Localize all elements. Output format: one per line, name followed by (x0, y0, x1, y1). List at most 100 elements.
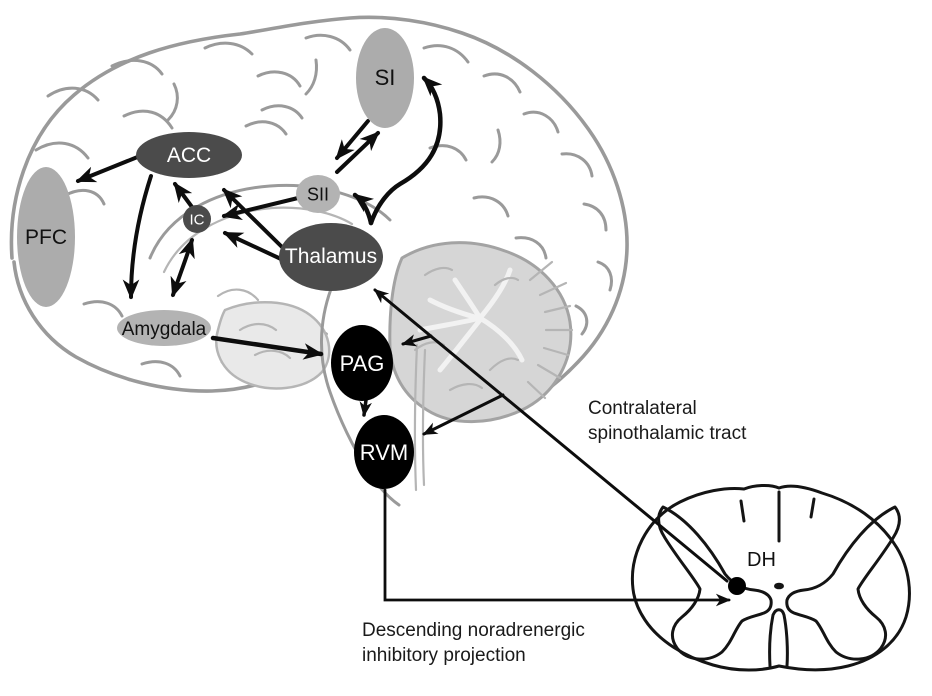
arrow-acc-to-pfc (75, 154, 142, 183)
sulcus-line (560, 152, 594, 178)
amygdala-shape (117, 310, 211, 346)
arrow-pag-to-rvm (359, 398, 372, 417)
acc-label: ACC (167, 144, 211, 167)
node-rvm: RVM (354, 415, 414, 489)
descending-label-line2: inhibitory projection (362, 645, 526, 666)
arrow-sii-to-ic (221, 196, 300, 220)
sulcus-line (304, 58, 318, 96)
arrow-acc-to-amygdala (122, 174, 153, 300)
arbor-vitae-branch (477, 315, 525, 363)
arrow-sii-to-si (335, 131, 380, 174)
node-si: SI (356, 28, 414, 128)
rvm-shape (354, 415, 414, 489)
ventral-median-fissure (768, 608, 789, 668)
arrow-spinothalamic-tract (373, 288, 729, 583)
sulcus-line (490, 128, 502, 164)
amygdala-label: Amygdala (122, 319, 207, 340)
midbrain-line (253, 349, 292, 360)
ic-shape (183, 205, 211, 233)
annotations: Contralateral spinothalamic tract Descen… (362, 398, 747, 666)
cerebellum-folia (538, 281, 568, 297)
sulcus-line (482, 72, 522, 94)
sulcus-line (244, 120, 288, 136)
node-dh: DH (728, 549, 776, 595)
acc-shape (136, 132, 242, 178)
sulcus-line (46, 86, 100, 102)
cerebellum-folia (542, 346, 570, 357)
gray-matter-right (785, 505, 901, 661)
sulcus-line (422, 44, 470, 64)
hippocampus-line (216, 288, 260, 302)
cortex-outline (9, 15, 629, 410)
arrow-thalamus-to-si-curve (368, 75, 443, 226)
sulcus-line (522, 110, 560, 134)
brain-drawing (9, 15, 629, 507)
descending-label-line1: Descending noradrenergic (362, 620, 585, 641)
arbor-vitae-branch (437, 317, 483, 373)
sii-label: SII (307, 185, 329, 205)
ic-label: IC (190, 212, 205, 229)
sulcus-line (574, 304, 589, 336)
cerebellum-folia (528, 260, 554, 282)
spinothalamic-label-line2: spinothalamic tract (588, 423, 747, 444)
sulcus-line (596, 260, 613, 292)
sulcus-line (34, 141, 90, 160)
sulcus-line (582, 202, 608, 232)
arbor-vitae-branch (452, 277, 483, 321)
node-pfc: PFC (17, 167, 75, 307)
arrow-ic-to-acc (173, 181, 194, 209)
arrow-collateral-to-pag (401, 334, 433, 347)
arrow-collateral-to-rvm (422, 393, 505, 436)
rvm-label: RVM (360, 440, 409, 465)
node-sii: SII (296, 175, 340, 213)
node-acc: ACC (136, 132, 242, 178)
cerebellum-texture (448, 383, 484, 392)
midbrain-line (238, 322, 278, 332)
cerebellum-texture (488, 357, 520, 372)
dh-neuron-dot (728, 577, 746, 595)
arrow-descending-projection (383, 488, 731, 607)
dorsal-sulcus-tick (739, 499, 746, 523)
node-ic: IC (183, 205, 211, 233)
brainstem-line (421, 348, 427, 487)
cord-outline (630, 484, 911, 672)
sulcus-line (82, 300, 124, 318)
arrow-si-to-sii (335, 119, 370, 160)
spinothalamic-label-line1: Contralateral (588, 398, 697, 419)
node-thalamus: Thalamus (279, 223, 383, 291)
gray-matter-left (657, 505, 773, 661)
pag-shape (331, 325, 393, 401)
region-nodes: PFC ACC IC SII SI Thalamus Amygdala PAG (17, 28, 776, 595)
pfc-label: PFC (25, 226, 67, 249)
brainstem-line (413, 343, 419, 492)
cerebellum-texture (423, 266, 454, 277)
spinal-cord-section (630, 484, 911, 672)
pag-label: PAG (340, 351, 385, 376)
si-label: SI (375, 65, 396, 90)
cerebellum-folia (543, 304, 572, 314)
cerebellum-folia (526, 380, 547, 400)
pathway-arrows (75, 75, 731, 607)
sulcus-line (203, 41, 254, 56)
arrow-ic-amygdala-bidirectional (170, 237, 195, 298)
si-shape (356, 28, 414, 128)
sulcus-line (140, 360, 182, 378)
sulcus-line (472, 195, 510, 218)
thalamus-label: Thalamus (285, 245, 377, 268)
pfc-shape (17, 167, 75, 307)
sulcus-line (304, 33, 352, 52)
node-pag: PAG (331, 325, 393, 401)
sulcus-line (514, 236, 548, 260)
sulcus-line (260, 104, 304, 120)
central-canal-dot (774, 582, 784, 590)
sulcus-line (256, 70, 302, 88)
arrow-thalamus-to-acc (222, 188, 284, 249)
arbor-vitae-branch (477, 267, 513, 321)
sulcus-line (110, 58, 164, 76)
arbor-vitae-branch (427, 297, 481, 321)
cerebellum (388, 241, 574, 424)
dh-label: DH (747, 549, 776, 571)
sulcus-line (166, 82, 179, 122)
